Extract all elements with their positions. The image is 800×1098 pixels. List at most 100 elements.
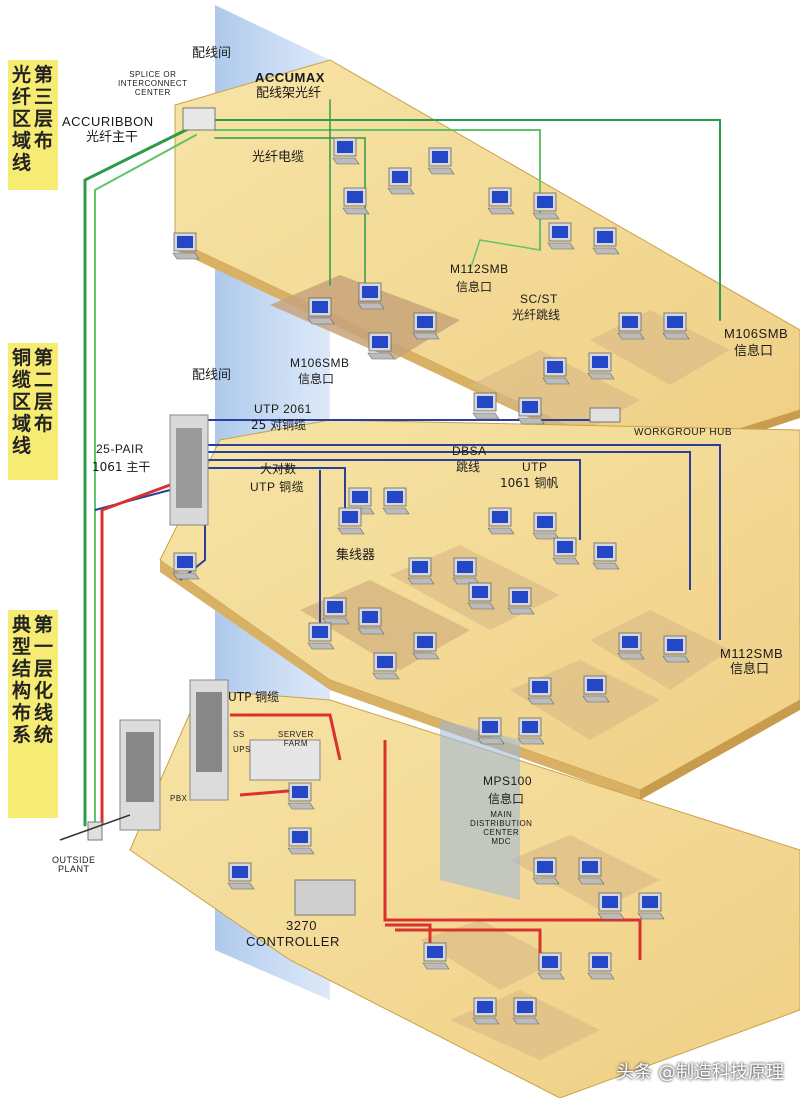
- workstation-pc: [517, 397, 545, 425]
- server-farm-label: SERVER FARM: [278, 730, 314, 748]
- side-label-char: 层: [34, 391, 55, 413]
- info-outlet-a-label: 信息口: [456, 280, 493, 294]
- utp-label: UTP: [522, 460, 548, 474]
- workstation-pc: [532, 192, 560, 220]
- side-label-copper-zone: 铜缆区域线第二层布: [8, 343, 58, 480]
- info-outlet-d-label: 信息口: [730, 662, 770, 677]
- side-label-char: 线: [11, 152, 32, 174]
- splice-center-label: SPLICE OR INTERCONNECT CENTER: [118, 70, 188, 97]
- workstation-pc: [487, 187, 515, 215]
- fiber-cable-label: 光纤电缆: [252, 150, 305, 165]
- fiber-cables: [83, 99, 721, 827]
- workstation-pc: [477, 717, 505, 745]
- info-outlet-e-label: 信息口: [488, 792, 525, 806]
- utp2061-label: UTP 2061: [254, 402, 312, 416]
- pbx-label: PBX: [170, 794, 188, 803]
- side-label-char: 第: [34, 64, 55, 86]
- workstation-pc: [227, 862, 255, 890]
- workstation-pc: [372, 652, 400, 680]
- fiber-backbone-label: 光纤主干: [86, 130, 139, 145]
- side-label-char: 区: [11, 108, 32, 130]
- outside-plant-box: [87, 821, 103, 841]
- workstation-pc: [532, 512, 560, 540]
- workstation-pc: [552, 537, 580, 565]
- side-label-char: 纤: [11, 86, 32, 108]
- workstation-pc: [172, 232, 200, 260]
- accumax-cn-label: 配线架光纤: [256, 86, 322, 101]
- workstation-pc: [322, 597, 350, 625]
- scst-label: SC/ST: [520, 292, 558, 306]
- controller-number-label: 3270: [286, 918, 317, 933]
- workstation-pc: [577, 857, 605, 885]
- side-label-char: 结: [11, 658, 32, 680]
- workstation-pc: [452, 557, 480, 585]
- accumax-label: ACCUMAX: [255, 70, 325, 85]
- workstation-pc: [427, 147, 455, 175]
- side-label-char: 区: [11, 391, 32, 413]
- splice-box: [182, 107, 216, 131]
- workstation-pc: [582, 675, 610, 703]
- workstation-pc: [512, 997, 540, 1025]
- workstation-pc: [412, 312, 440, 340]
- info-outlet-b-label: 信息口: [734, 344, 774, 359]
- workstation-pc: [357, 282, 385, 310]
- workstation-pc: [617, 312, 645, 340]
- workstations: [172, 137, 690, 1025]
- mps100-label: MPS100: [483, 774, 533, 788]
- workstation-pc: [367, 332, 395, 360]
- workstation-pc: [517, 717, 545, 745]
- side-label-char: 化: [34, 680, 55, 702]
- floor-3-zone-a: [270, 275, 460, 360]
- side-label-char: 二: [34, 369, 55, 391]
- workstation-pc: [487, 507, 515, 535]
- workstation-pc: [527, 677, 555, 705]
- workstation-pc: [337, 507, 365, 535]
- workstation-pc: [532, 857, 560, 885]
- workstation-pc: [422, 942, 450, 970]
- workstation-pc: [662, 312, 690, 340]
- workstation-pc: [617, 632, 645, 660]
- m106smb-right-label: M106SMB: [724, 326, 789, 341]
- side-label-char: 系: [11, 724, 32, 746]
- distribution-frame-mid-label: 配线间: [192, 368, 232, 383]
- pair25-label: 25-PAIR: [96, 442, 144, 456]
- utp-copper-label: UTP 铜缆: [250, 480, 305, 494]
- workstation-pc: [592, 227, 620, 255]
- equipment-racks: [59, 107, 621, 916]
- workstation-pc: [662, 635, 690, 663]
- workstation-pc: [357, 607, 385, 635]
- workstation-pc: [172, 552, 200, 580]
- hub-cn-label: 集线器: [336, 548, 376, 563]
- floor-2-zone-d: [590, 610, 730, 690]
- side-label-char: 布: [34, 413, 55, 435]
- pair25-cable-label: 25 对铜缆: [251, 418, 307, 432]
- side-label-char: 典: [11, 614, 32, 636]
- side-label-structured-cabling: 典型结构布系第一层化线统: [8, 610, 58, 818]
- workstation-pc: [307, 297, 335, 325]
- workstation-pc: [467, 582, 495, 610]
- workstation-pc: [537, 952, 565, 980]
- outside-plant-label: OUTSIDE PLANT: [52, 855, 96, 874]
- workstation-pc: [287, 827, 315, 855]
- m112smb-top-label: M112SMB: [450, 262, 509, 276]
- distribution-frame-top-label: 配线间: [192, 46, 232, 61]
- side-label-char: 型: [11, 636, 32, 658]
- side-label-char: 布: [34, 130, 55, 152]
- side-label-column-right: 第一层化线统: [34, 614, 54, 814]
- large-pair-label: 大对数: [260, 462, 297, 476]
- watermark: 头条 @制造科技原理: [616, 1062, 784, 1083]
- side-label-char: 线: [11, 435, 32, 457]
- side-label-column-left: 典型结构布系: [12, 614, 32, 814]
- workgroup-hub-label: WORKGROUP HUB: [634, 427, 732, 438]
- floor-1-main-distribution-wall: [440, 720, 520, 900]
- server-farm-box: [249, 739, 321, 781]
- side-label-char: 构: [11, 680, 32, 702]
- m106smb-left-label: M106SMB: [290, 356, 350, 370]
- dbsa-label: DBSA: [452, 444, 487, 458]
- jumper-label: 跳线: [456, 460, 481, 474]
- side-label-char: 域: [11, 413, 32, 435]
- side-label-char: 层: [34, 658, 55, 680]
- side-label-char: 一: [34, 636, 55, 658]
